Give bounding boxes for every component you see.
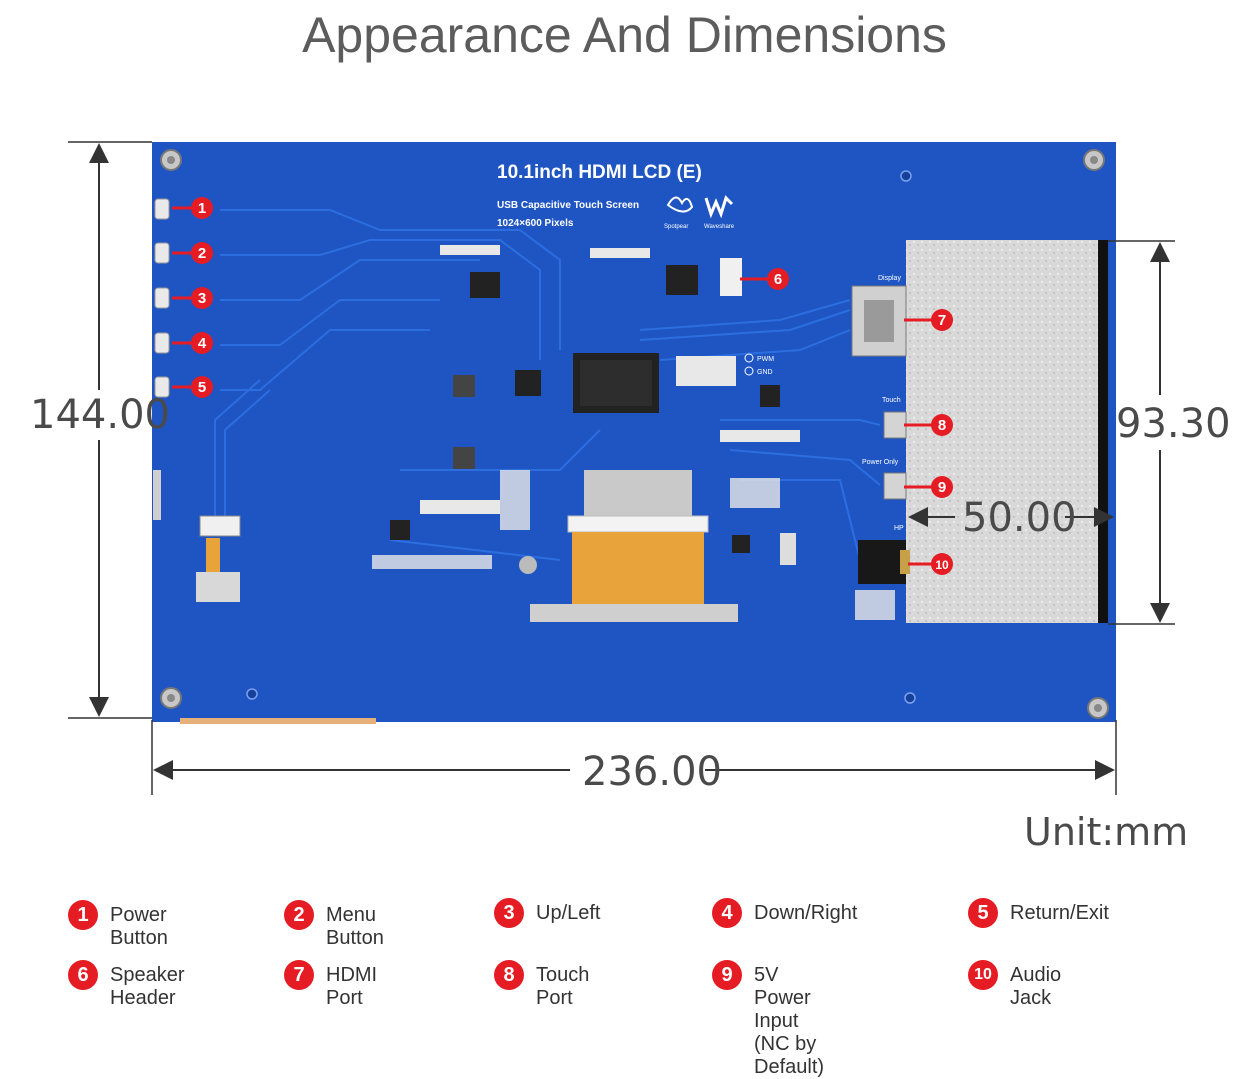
dimension-height: 144.00: [30, 392, 170, 438]
callout-marker: [191, 197, 213, 219]
mounting-holes: [160, 149, 1109, 719]
callout-number: 3: [198, 290, 206, 307]
callout-number: 4: [198, 335, 207, 352]
touch-fpc: [196, 515, 241, 602]
legend-badge: 6: [68, 960, 98, 990]
dimension-screen-width: 50.00: [962, 495, 1077, 541]
callout-number: 6: [774, 271, 782, 288]
callout-marker: [191, 242, 213, 264]
legend-badge: 10: [968, 960, 998, 990]
callout-marker: [931, 553, 953, 575]
callout-markers: 1 2 3 4 5 6 7 8 9 10: [172, 197, 953, 575]
dimension-width: 236.00: [582, 749, 722, 795]
callout-number: 1: [198, 200, 206, 217]
legend-item: 3 Up/Left: [494, 898, 601, 928]
legend-item: 1 Power Button: [68, 900, 168, 950]
label-hp: HP: [894, 525, 904, 532]
callout-marker: [931, 309, 953, 331]
logo-spotpear: Spotpear: [664, 224, 688, 230]
legend-label: Menu Button: [326, 904, 384, 949]
legend-label: Touch Port: [536, 964, 590, 1009]
legend-badge: 1: [68, 900, 98, 930]
board-diagram: 10.1inch HDMI LCD (E) USB Capacitive Tou…: [30, 141, 1231, 795]
legend-item: 4 Down/Right: [712, 898, 858, 928]
callout-marker: [767, 268, 789, 290]
callout-marker: [191, 376, 213, 398]
callout-number: 9: [938, 479, 946, 496]
waveshare-logo-icon: [704, 195, 734, 219]
legend-label: HDMI Port: [326, 964, 378, 1009]
side-buttons: [153, 198, 170, 520]
page-title: Appearance And Dimensions: [302, 7, 947, 63]
legend-badge: 7: [284, 960, 314, 990]
label-power-only: Power Only: [862, 459, 899, 466]
label-touch: Touch: [882, 397, 901, 404]
board-name: 10.1inch HDMI LCD (E): [497, 162, 702, 183]
fpc-ribbon: [530, 470, 738, 622]
callout-number: 7: [938, 312, 946, 329]
callout-number: 2: [198, 245, 206, 262]
label-pwm: PWM: [757, 356, 774, 363]
legend-item: 2 Menu Button: [284, 900, 384, 950]
legend-label: Return/Exit: [1010, 902, 1109, 924]
dimension-screen-height: 93.30: [1116, 401, 1231, 447]
legend-label: 5V Power Input (NC by Default): [754, 964, 825, 1078]
pcb-traces: [214, 209, 881, 561]
board-resolution: 1024×600 Pixels: [497, 218, 574, 229]
legend-item: 6 Speaker Header: [68, 960, 185, 1010]
callout-marker: [191, 287, 213, 309]
legend-badge: 8: [494, 960, 524, 990]
legend-label: Speaker Header: [110, 964, 185, 1009]
label-gnd: GND: [757, 369, 773, 376]
legend-badge: 5: [968, 898, 998, 928]
legend-label: Audio Jack: [1010, 964, 1062, 1009]
callout-marker: [931, 476, 953, 498]
legend-badge: 4: [712, 898, 742, 928]
callout-marker: [191, 332, 213, 354]
callout-number: 8: [938, 417, 946, 434]
legend-badge: 2: [284, 900, 314, 930]
callout-marker: [931, 414, 953, 436]
label-display: Display: [878, 275, 901, 282]
legend-item: 9 5V Power Input (NC by Default): [712, 960, 825, 1079]
legend-label: Power Button: [110, 904, 168, 949]
logo-waveshare: Waveshare: [704, 224, 735, 230]
pcb-components: [372, 245, 895, 620]
spotpear-logo-icon: [666, 196, 694, 213]
unit-label: Unit:mm: [1024, 810, 1189, 854]
board-subtitle: USB Capacitive Touch Screen: [497, 200, 639, 211]
legend-item: 7 HDMI Port: [284, 960, 378, 1010]
legend-label: Down/Right: [754, 902, 858, 924]
legend-item: 8 Touch Port: [494, 960, 590, 1010]
legend-badge: 9: [712, 960, 742, 990]
legend-label: Up/Left: [536, 902, 601, 924]
dimension-lines: [68, 141, 1175, 795]
legend-item: 10 Audio Jack: [968, 960, 1062, 1010]
callout-number: 10: [935, 558, 949, 572]
legend-badge: 3: [494, 898, 524, 928]
callout-number: 5: [198, 379, 206, 396]
legend-item: 5 Return/Exit: [968, 898, 1109, 928]
